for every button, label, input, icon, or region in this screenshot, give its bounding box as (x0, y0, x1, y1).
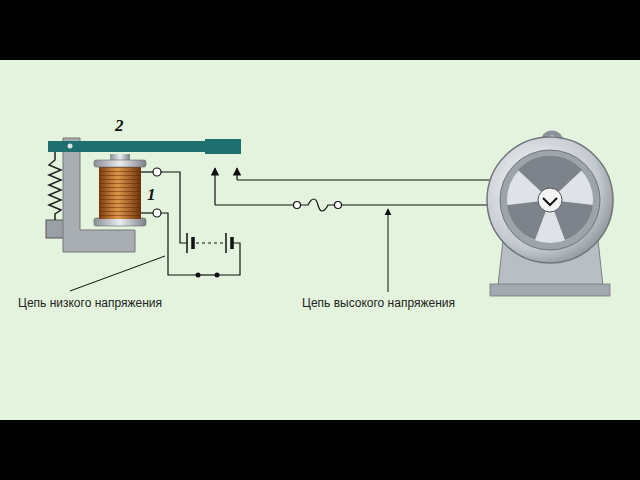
circuit-label: Цепь низкого напряжения (16, 296, 164, 310)
battery-symbol (187, 233, 232, 253)
leader-line (70, 256, 165, 291)
callout-number: 2 (113, 117, 126, 135)
fuse-symbol (294, 199, 342, 211)
high-voltage-wires (215, 168, 500, 205)
bottom-bar (0, 420, 640, 480)
terminal (153, 168, 161, 176)
terminal (153, 209, 161, 217)
electric-motor (487, 133, 613, 296)
coil (94, 154, 146, 226)
spring (46, 152, 64, 238)
pivot (68, 144, 73, 149)
background (0, 60, 640, 420)
moving-contact (205, 139, 241, 154)
callout-number: 1 (145, 186, 158, 204)
leader-arrow (388, 209, 389, 292)
switch-contact (215, 273, 220, 278)
armature (48, 141, 206, 152)
circuit-label: Цепь высокого напряжения (300, 296, 457, 310)
switch-contact (196, 273, 201, 278)
top-bar (0, 0, 640, 60)
